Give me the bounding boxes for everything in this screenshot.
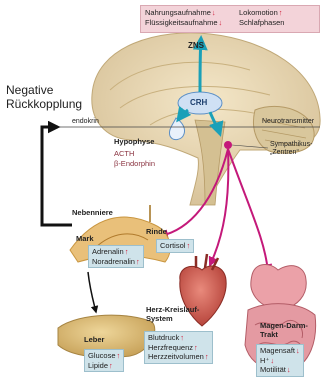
- mark-hormone-box: Adrenalin↑ Noradrenalin↑: [88, 245, 144, 268]
- increase-arrow-icon: ↑: [117, 351, 121, 360]
- nebenniere-label: Nebenniere: [72, 209, 113, 218]
- rinde-hormone-box: Cortisol↑: [156, 239, 194, 253]
- leber-effects-box: Glucose↑ Lipide↑: [84, 349, 124, 372]
- fluessigkeitsaufnahme-label: Flüssigkeitsaufnahme: [145, 18, 218, 27]
- hypophyse-label: Hypophyse: [114, 138, 154, 147]
- leber-item-text: Lipide: [88, 361, 108, 370]
- leber-item: Glucose↑: [88, 351, 120, 361]
- leber-item-text: Glucose: [88, 351, 116, 360]
- herz-kreislauf-label: Herz-Kreislauf- System: [146, 306, 199, 323]
- mark-item-text: Noradrenalin: [92, 257, 135, 266]
- negative-feedback-title-line2: Rückkopplung: [6, 97, 82, 111]
- nahrungsaufnahme-label: Nahrungsaufnahme: [145, 8, 211, 17]
- magen-item-text: Motilität: [260, 365, 286, 374]
- magen-effects-box: Magensaft↓ H⁺↓ Motilität↓: [256, 344, 304, 377]
- increase-arrow-icon: ↑: [180, 333, 184, 342]
- sympathikus-to-magen-arrow: [228, 149, 268, 272]
- herz-item-text: Blutdruck: [148, 333, 179, 342]
- sympathikus-label-line2: „Zentren“: [270, 149, 312, 157]
- herz-kreislauf-label-line2: System: [146, 315, 199, 324]
- mark-item-text: Adrenalin: [92, 247, 124, 256]
- negative-feedback-loop: [42, 127, 72, 225]
- neurotransmitter-label: Neurotransmitter: [262, 118, 314, 126]
- magen-item: Motilität↓: [260, 365, 300, 375]
- lokomotion-label: Lokomotion: [239, 8, 278, 17]
- decrease-arrow-icon: ↓: [296, 346, 300, 355]
- lokomotion-item: Lokomotion↑: [239, 9, 283, 18]
- behaviour-effects-box: Nahrungsaufnahme↓ Lokomotion↑ Flüssigkei…: [140, 5, 320, 33]
- increase-arrow-icon: ↑: [186, 241, 190, 250]
- mark-item: Adrenalin↑: [92, 247, 140, 257]
- negative-feedback-title: Negative Rückkopplung: [6, 83, 82, 111]
- increase-arrow-icon: ↑: [194, 343, 198, 352]
- acth-label: ACTH: [114, 150, 134, 159]
- increase-arrow-icon: ↑: [109, 361, 113, 370]
- magen-darm-label-line2: Trakt: [260, 331, 308, 340]
- increase-arrow-icon: ↑: [279, 8, 283, 17]
- decrease-arrow-icon: ↓: [270, 356, 274, 365]
- decrease-arrow-icon: ↓: [212, 8, 216, 17]
- leber-label: Leber: [84, 336, 104, 345]
- nebenniere-to-leber-arrow: [88, 272, 96, 312]
- magen-item: Magensaft↓: [260, 346, 300, 356]
- crh-label: CRH: [190, 98, 207, 107]
- leber-item: Lipide↑: [88, 361, 120, 371]
- sympathikus-label: Sympathikus- „Zentren“: [270, 141, 312, 157]
- decrease-arrow-icon: ↓: [287, 365, 291, 374]
- magen-item-text: H⁺: [260, 356, 269, 365]
- increase-arrow-icon: ↑: [205, 352, 209, 361]
- sympathikus-label-line1: Sympathikus-: [270, 141, 312, 149]
- increase-arrow-icon: ↑: [136, 257, 140, 266]
- nahrungsaufnahme-item: Nahrungsaufnahme↓: [145, 9, 216, 18]
- rinde-item-text: Cortisol: [160, 241, 185, 250]
- beta-endorphin-label: β-Endorphin: [114, 160, 155, 169]
- endokrin-label: endokrin: [72, 118, 99, 126]
- herz-item-text: Herzzeitvolumen: [148, 352, 204, 361]
- schlafphasen-label: Schlafphasen: [239, 18, 284, 27]
- herz-effects-box: Blutdruck↑ Herzfrequenz↑ Herzzeitvolumen…: [144, 331, 213, 364]
- decrease-arrow-icon: ↓: [219, 18, 223, 27]
- fluessigkeitsaufnahme-item: Flüssigkeitsaufnahme↓: [145, 19, 222, 28]
- magen-darm-label: Magen-Darm- Trakt: [260, 322, 308, 339]
- mark-label: Mark: [76, 235, 94, 244]
- increase-arrow-icon: ↑: [125, 247, 129, 256]
- herz-item-text: Herzfrequenz: [148, 343, 193, 352]
- magen-item: H⁺↓: [260, 356, 300, 366]
- herz-item: Herzzeitvolumen↑: [148, 352, 209, 362]
- mark-item: Noradrenalin↑: [92, 257, 140, 267]
- negative-feedback-title-line1: Negative: [6, 83, 82, 97]
- rinde-item: Cortisol↑: [160, 241, 190, 251]
- rinde-label: Rinde: [146, 228, 167, 237]
- herz-item: Herzfrequenz↑: [148, 343, 209, 353]
- zns-label: ZNS: [188, 41, 204, 50]
- magen-item-text: Magensaft: [260, 346, 295, 355]
- schlafphasen-item: Schlafphasen: [239, 19, 284, 28]
- herz-item: Blutdruck↑: [148, 333, 209, 343]
- sympathikus-center-dot: [224, 141, 232, 149]
